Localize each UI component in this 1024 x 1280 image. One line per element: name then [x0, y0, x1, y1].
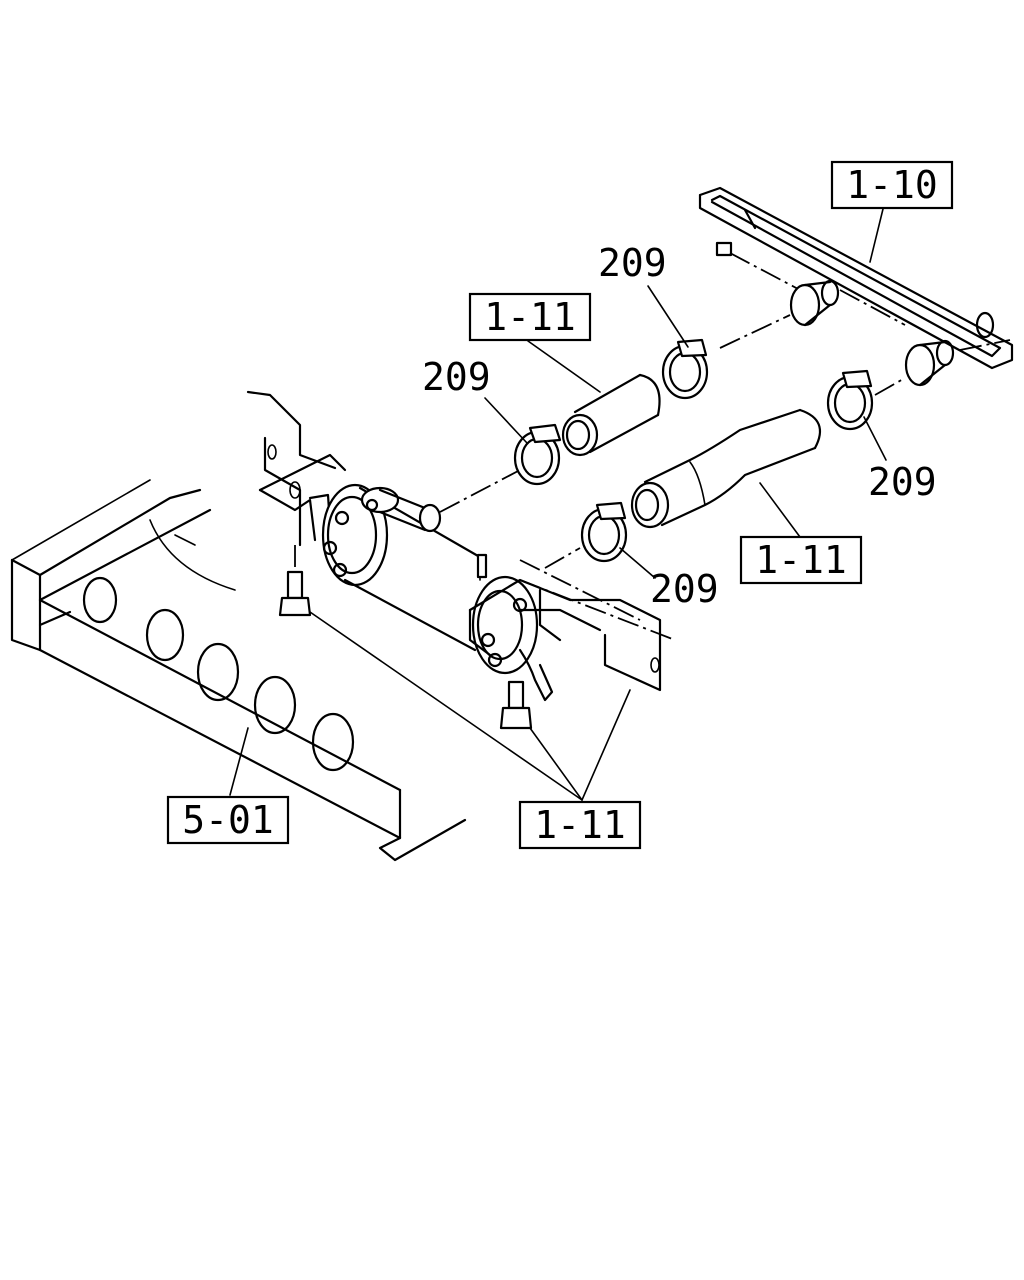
- bent-hose: [630, 408, 822, 529]
- upper-unit: [698, 186, 1014, 387]
- ref-box-1-11-bottom: 1-11: [518, 800, 642, 850]
- ref-label-1-11-right: 1-11: [755, 538, 847, 582]
- clamp-top: [661, 338, 709, 400]
- part-number-clamp-top: 209: [598, 241, 667, 285]
- connection-lines: [519, 314, 906, 621]
- muffler-pipe: [321, 469, 521, 652]
- right-bracket: [468, 553, 676, 702]
- ref-box-1-11-right: 1-11: [739, 535, 863, 585]
- clamp-left: [513, 423, 562, 486]
- ref-box-5-01: 5-01: [166, 795, 290, 845]
- clamp-lower: [580, 501, 628, 563]
- bolt-right: [499, 680, 533, 730]
- part-number-clamp-right: 209: [868, 460, 937, 504]
- frame-rail: [10, 479, 467, 862]
- leader-lines: [229, 208, 887, 801]
- bolt-left: [278, 545, 312, 617]
- ref-label-1-11-bottom: 1-11: [534, 803, 626, 847]
- ref-box-1-11-top: 1-11: [468, 292, 592, 342]
- straight-hose: [561, 373, 661, 457]
- part-number-clamp-lower: 209: [650, 567, 719, 611]
- clamp-right: [826, 369, 874, 431]
- ref-label-1-10: 1-10: [846, 163, 938, 207]
- part-number-clamp-left: 209: [422, 355, 491, 399]
- ref-box-1-10: 1-10: [830, 160, 954, 210]
- ref-label-1-11-top: 1-11: [484, 295, 576, 339]
- ref-label-5-01: 5-01: [182, 798, 274, 842]
